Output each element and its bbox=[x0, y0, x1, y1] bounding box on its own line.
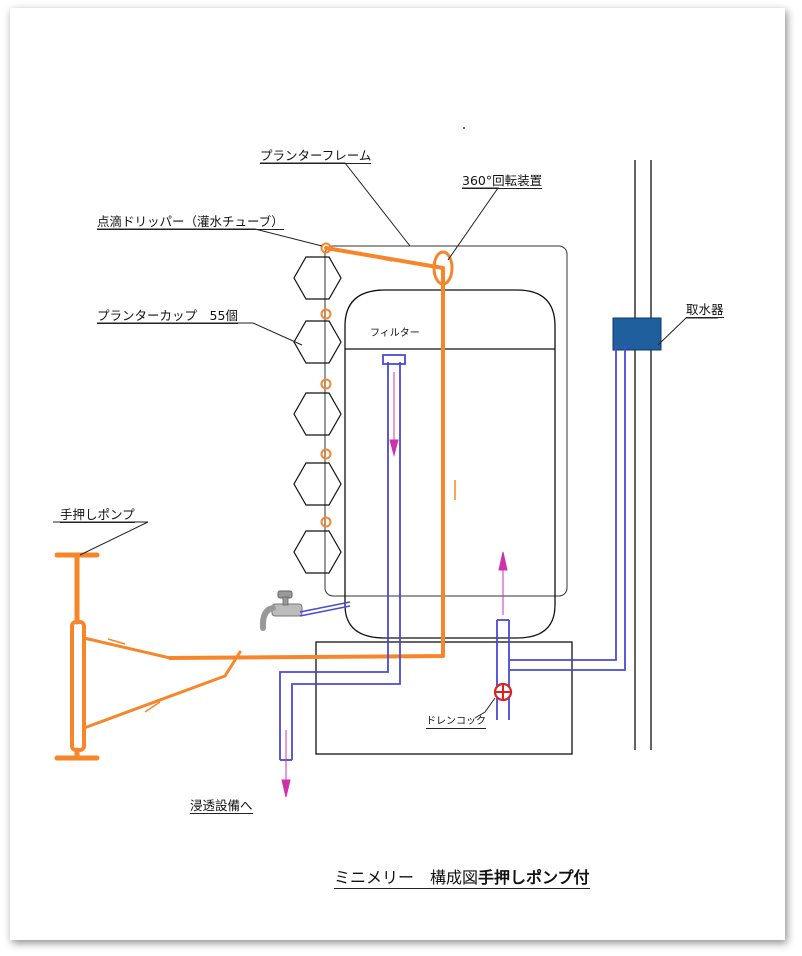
faucet-stem bbox=[282, 596, 289, 606]
leader-planter-cup bbox=[97, 322, 303, 346]
drip-emitter bbox=[320, 516, 332, 528]
outlet-pipe-outer bbox=[279, 362, 389, 760]
faucet-feed-line bbox=[299, 601, 351, 613]
leader-planter-frame bbox=[260, 162, 411, 247]
diagram-caption: ミニメリー 構成図手押しポンプ付 bbox=[334, 868, 590, 889]
planter-cups bbox=[293, 256, 342, 574]
pump-outlet-lower bbox=[82, 650, 242, 730]
label-hand-pump: 手押しポンプ bbox=[60, 507, 135, 523]
tank-base bbox=[315, 641, 573, 755]
intake-device bbox=[612, 317, 662, 351]
drain-cock bbox=[493, 682, 513, 702]
paper-background bbox=[10, 8, 785, 940]
drip-emitters bbox=[320, 242, 332, 528]
faucet-feed-line-2 bbox=[299, 605, 351, 617]
leader-drip bbox=[97, 228, 323, 247]
flow-arrowhead bbox=[389, 439, 399, 457]
intake-pipe-outer bbox=[509, 345, 617, 661]
blue-pipes bbox=[279, 345, 626, 761]
flow-arrows-magenta bbox=[281, 372, 508, 798]
label-intake: 取水器 bbox=[686, 302, 724, 318]
filter-head bbox=[382, 354, 406, 365]
drip-emitter bbox=[320, 378, 332, 390]
label-planter-frame: プランターフレーム bbox=[260, 148, 372, 164]
drip-emitter bbox=[320, 308, 332, 320]
leader-rotation-device bbox=[447, 187, 499, 261]
planter-cup bbox=[293, 392, 342, 436]
label-to-infiltration: 浸透設備へ bbox=[190, 798, 253, 814]
planter-cup bbox=[293, 462, 342, 506]
faucet-spout bbox=[259, 605, 276, 631]
intake-pipe-inner bbox=[509, 345, 626, 671]
planter-frame bbox=[324, 245, 568, 597]
flow-arrows-orange bbox=[107, 257, 456, 713]
planter-cup bbox=[293, 530, 342, 574]
label-drain-cock: ドレンコック bbox=[426, 716, 486, 729]
caption-main: ミニメリー 構成図 bbox=[334, 868, 479, 887]
rotation-device bbox=[432, 250, 454, 286]
orange-supply-pipe bbox=[168, 246, 454, 660]
leader-hand-pump bbox=[53, 521, 149, 556]
leader-intake bbox=[657, 317, 718, 346]
pump-cylinder bbox=[70, 620, 86, 752]
flow-arrow bbox=[377, 257, 393, 262]
pump-outlet-upper bbox=[82, 636, 172, 660]
label-rotation-device: 360°回転装置 bbox=[462, 173, 543, 189]
flow-arrow bbox=[107, 638, 126, 645]
caption-suffix: 手押しポンプ付 bbox=[478, 868, 590, 887]
stray-dot bbox=[463, 127, 465, 129]
label-drip: 点滴ドリッパー（灌水チューブ） bbox=[97, 214, 284, 230]
planter-cup bbox=[293, 256, 342, 300]
outlet-pipe-inner bbox=[291, 362, 401, 760]
label-planter-cup: プランターカップ 55個 bbox=[97, 308, 238, 324]
hand-pump bbox=[54, 552, 242, 761]
planter-cup bbox=[293, 320, 342, 364]
drip-feed-line bbox=[324, 246, 445, 270]
flow-arrow bbox=[144, 701, 161, 713]
faucet bbox=[259, 590, 351, 631]
flow-arrowhead bbox=[281, 779, 291, 798]
faucet-body bbox=[271, 603, 303, 617]
water-tank bbox=[344, 289, 556, 639]
flow-arrowhead bbox=[498, 551, 508, 571]
supply-line bbox=[168, 268, 445, 660]
drip-emitter bbox=[320, 448, 332, 460]
leader-drain-cock bbox=[474, 697, 496, 719]
label-filter: フィルター bbox=[370, 328, 420, 339]
